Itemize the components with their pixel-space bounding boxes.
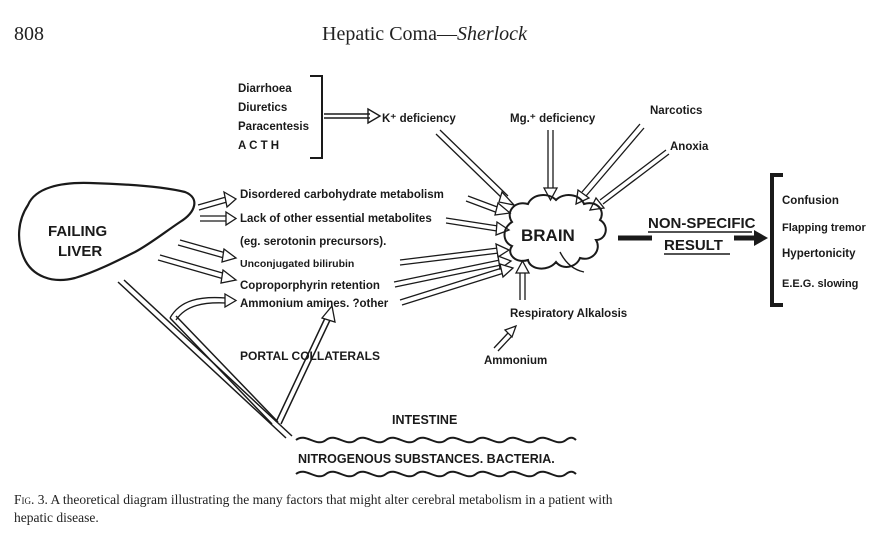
cause-diuretics: Diuretics bbox=[238, 102, 287, 114]
figure-caption-line2: hepatic disease. bbox=[14, 510, 99, 525]
factor-carbohydrate: Disordered carbohydrate metabolism bbox=[240, 189, 444, 201]
page-number: 808 bbox=[14, 23, 44, 45]
factors-to-brain-arrows bbox=[393, 195, 515, 306]
running-title: Hepatic Coma—Sherlock bbox=[322, 23, 528, 45]
symptoms-list: Confusion Flapping tremor Hypertonicity … bbox=[782, 195, 866, 290]
symptom-confusion: Confusion bbox=[782, 195, 839, 207]
intestine-wall-bottom bbox=[295, 470, 577, 478]
symptom-flapping-tremor: Flapping tremor bbox=[782, 222, 866, 234]
figure-caption-text: A theoretical diagram illustrating the m… bbox=[51, 492, 613, 507]
symptom-eeg-slowing: E.E.G. slowing bbox=[782, 278, 858, 290]
portal-collaterals-label: PORTAL COLLATERALS bbox=[240, 349, 380, 363]
top-to-brain-arrows bbox=[435, 123, 670, 211]
brain-label: BRAIN bbox=[521, 226, 575, 245]
factor-ammonium-amines: Ammonium amines. ?other bbox=[240, 298, 389, 310]
narcotics-label: Narcotics bbox=[650, 105, 702, 117]
k-causes-bracket bbox=[310, 75, 323, 159]
brain-shape bbox=[503, 194, 607, 270]
intestine-wall-top bbox=[295, 436, 577, 444]
liver-to-factors-arrows bbox=[157, 190, 238, 321]
cause-paracentesis: Paracentesis bbox=[238, 121, 309, 133]
figure-caption-line1: Fig. 3. A theoretical diagram illustrati… bbox=[14, 492, 613, 507]
portal-collaterals-lines bbox=[117, 279, 332, 439]
ammonium-label: Ammonium bbox=[484, 355, 547, 367]
failing-liver-shape bbox=[18, 181, 196, 282]
running-title-main: Hepatic Coma— bbox=[322, 23, 458, 45]
running-title-author: Sherlock bbox=[457, 23, 528, 45]
potassium-causes: Diarrhoea Diuretics Paracentesis A C T H bbox=[238, 83, 309, 152]
anoxia-label: Anoxia bbox=[670, 141, 709, 153]
factor-bilirubin: Unconjugated bilirubin bbox=[240, 258, 354, 270]
k-deficiency-label: K⁺ deficiency bbox=[382, 113, 456, 125]
symptoms-bracket bbox=[770, 173, 783, 307]
symptom-hypertonicity: Hypertonicity bbox=[782, 248, 856, 260]
alkalosis-to-brain-arrow bbox=[514, 259, 531, 300]
cause-diarrhoea: Diarrhoea bbox=[238, 83, 292, 95]
figure-caption-label: Fig. 3. bbox=[14, 492, 48, 507]
liver-label-liver: LIVER bbox=[58, 243, 102, 260]
respiratory-alkalosis-label: Respiratory Alkalosis bbox=[510, 308, 627, 320]
ammonium-to-alkalosis-arrow bbox=[493, 324, 518, 352]
result-label-line2: RESULT bbox=[664, 237, 723, 254]
intestine-label: INTESTINE bbox=[392, 413, 457, 427]
result-label-line1: NON-SPECIFIC bbox=[648, 215, 756, 232]
liver-label-failing: FAILING bbox=[48, 223, 107, 240]
mg-deficiency-label: Mg.⁺ deficiency bbox=[510, 113, 596, 125]
metabolic-factors: Disordered carbohydrate metabolism Lack … bbox=[240, 189, 444, 310]
factor-coproporphyrin: Coproporphyrin retention bbox=[240, 280, 380, 292]
nitrogenous-substances-label: NITROGENOUS SUBSTANCES. BACTERIA. bbox=[298, 452, 555, 466]
factor-essential-metabolites: Lack of other essential metabolites bbox=[240, 213, 432, 225]
cause-acth: A C T H bbox=[238, 140, 279, 152]
factor-serotonin: (eg. serotonin precursors). bbox=[240, 236, 386, 248]
